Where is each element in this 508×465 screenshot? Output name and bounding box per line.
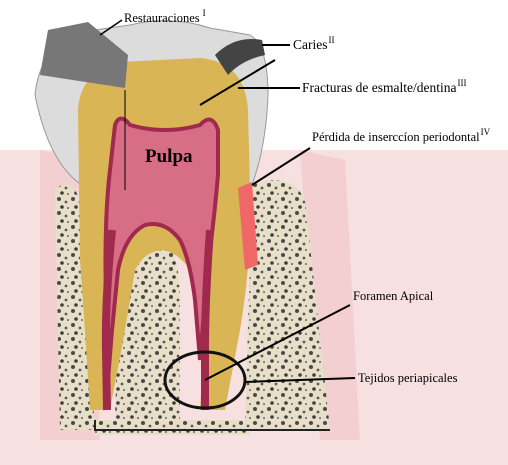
bone-bottom xyxy=(95,420,250,435)
label-fracturas: Fracturas de esmalte/dentinaIII xyxy=(302,78,466,95)
label-perdida: Pérdida de inserccíon periodontalIV xyxy=(312,127,491,144)
label-pulpa: Pulpa xyxy=(145,146,193,167)
label-tejidos: Tejidos periapicales xyxy=(358,371,458,385)
label-caries: CariesII xyxy=(293,35,335,52)
label-foramen: Foramen Apical xyxy=(353,289,434,303)
